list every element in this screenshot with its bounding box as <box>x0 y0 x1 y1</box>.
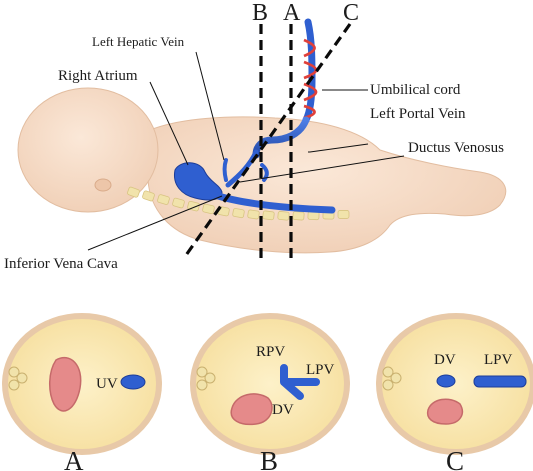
section-b-lpv-label: LPV <box>306 362 335 378</box>
section-b-outline <box>190 313 350 455</box>
section-b-rpv-label: RPV <box>256 344 285 360</box>
right-atrium-leader <box>149 81 189 166</box>
section-a-outline <box>2 313 162 455</box>
section-a-spine <box>8 366 28 391</box>
fetus-body <box>17 87 507 254</box>
section-b-heart <box>230 393 273 426</box>
section-b-spine <box>196 366 216 391</box>
section-c: DV LPV C <box>376 313 533 471</box>
vertebra <box>247 209 260 220</box>
vertebra <box>142 190 155 202</box>
right-atrium-label: Right Atrium <box>58 68 138 84</box>
plane-c-label: C <box>343 0 359 26</box>
annotations: Left Hepatic Vein Right Atrium Umbilical… <box>4 34 504 272</box>
section-c-outline <box>376 313 533 455</box>
inferior-vena-cava-label: Inferior Vena Cava <box>4 256 118 272</box>
section-c-dv-label: DV <box>434 352 456 368</box>
left-portal-vein-label: Left Portal Vein <box>370 106 466 122</box>
ductus-venosus-label: Ductus Venosus <box>408 140 504 156</box>
section-a-heart <box>49 357 82 412</box>
vertebra <box>337 210 350 219</box>
section-c-dv-vessel <box>436 374 456 388</box>
vertebra <box>127 186 140 198</box>
ductus-venosus-leader <box>239 155 405 183</box>
inferior-vena-cava-vessel <box>211 191 336 214</box>
right-atrium <box>173 162 223 201</box>
scan-planes: B A C <box>182 0 359 262</box>
ear <box>94 178 112 192</box>
section-a-uv-label: UV <box>96 376 118 392</box>
left-portal-vein <box>252 116 310 159</box>
section-c-lpv-label: LPV <box>484 352 513 368</box>
inferior-vena-cava-leader <box>87 195 223 251</box>
section-a-uv-vessel <box>120 374 146 390</box>
spine <box>127 186 350 221</box>
section-b-caption: B <box>260 446 278 471</box>
umbilical-cord <box>302 18 316 124</box>
section-a-caption: A <box>64 446 84 471</box>
torso <box>147 116 507 254</box>
vertebra <box>157 194 170 205</box>
section-b-dv-label: DV <box>272 402 294 418</box>
ductus-venosus <box>225 149 259 188</box>
left-portal-vein-leader <box>308 143 369 153</box>
vertebra <box>277 211 290 221</box>
section-c-spine <box>382 366 402 391</box>
head <box>17 87 159 213</box>
section-c-lpv-vessel <box>473 375 527 388</box>
vertebra <box>292 211 305 221</box>
vertebra <box>232 208 245 219</box>
section-a: UV A <box>2 313 162 471</box>
section-c-caption: C <box>446 446 464 471</box>
section-c-heart <box>426 398 464 425</box>
vertebra <box>202 203 215 215</box>
vertebra <box>262 210 275 221</box>
portal-branch <box>260 163 269 182</box>
umbilical-cord-label: Umbilical cord <box>370 82 461 98</box>
left-hepatic-vein <box>222 158 228 182</box>
section-b: RPV LPV DV B <box>190 313 350 471</box>
left-hepatic-vein-leader <box>195 51 225 161</box>
plane-b-label: B <box>252 0 268 26</box>
left-hepatic-vein-label: Left Hepatic Vein <box>92 34 185 49</box>
section-b-portal-vessel <box>280 364 320 400</box>
vertebra <box>172 197 185 209</box>
plane-a-label: A <box>283 0 301 26</box>
